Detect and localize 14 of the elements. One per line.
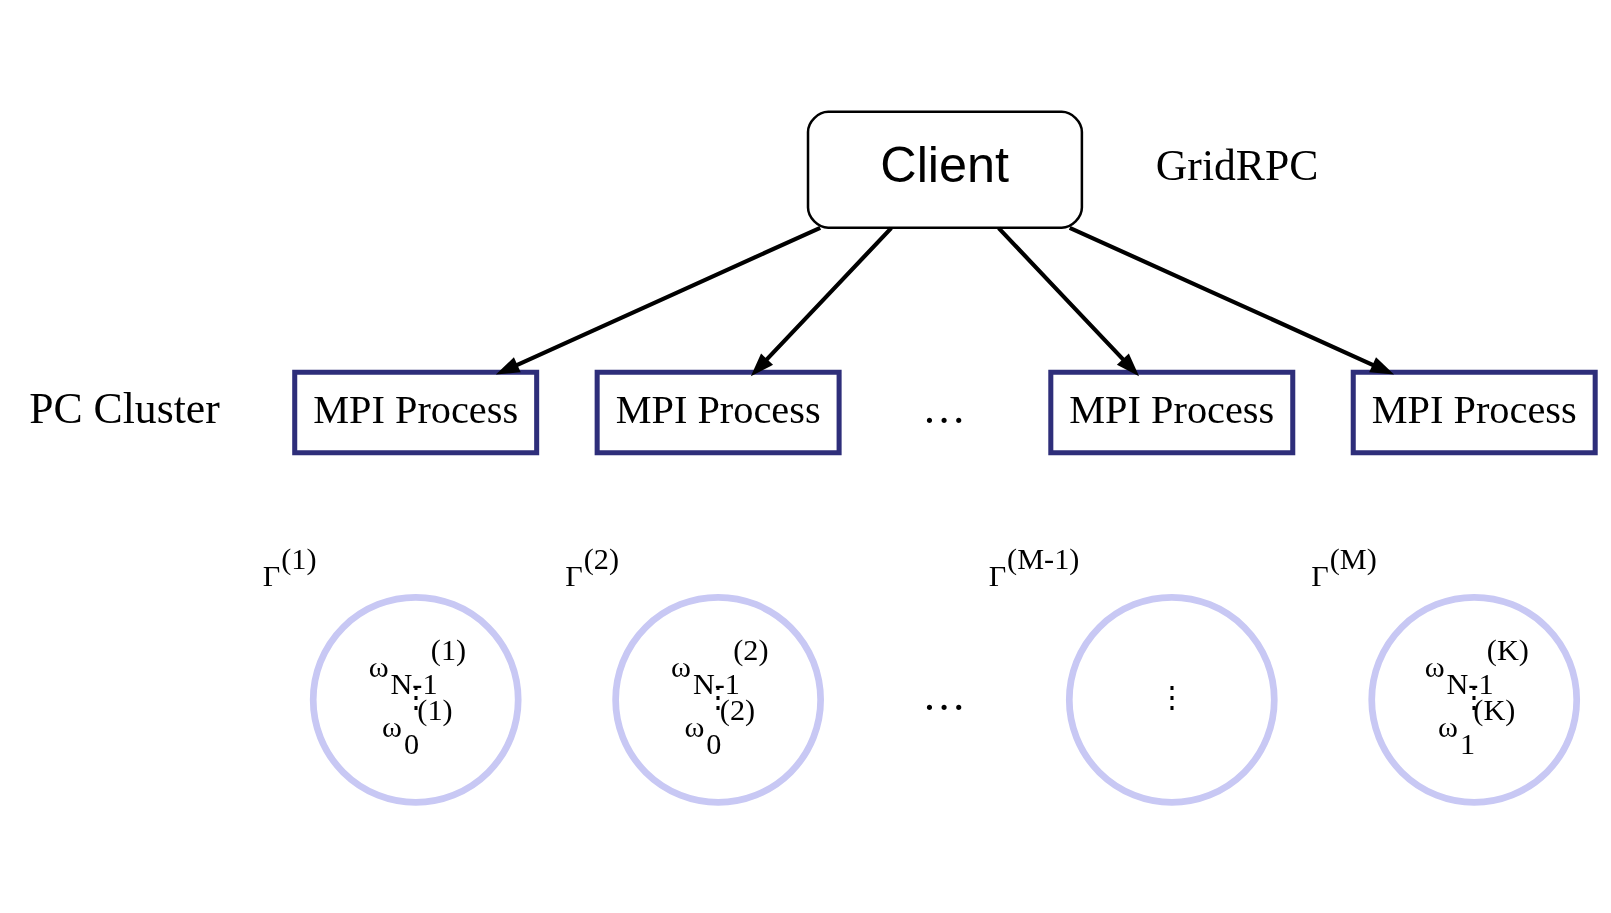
node-circle: ⋮ — [1065, 593, 1278, 806]
label: GridRPC — [1155, 140, 1319, 189]
node-box: MPI Process — [1048, 369, 1296, 455]
node-box: MPI Process — [1350, 369, 1598, 455]
arrow — [750, 226, 893, 376]
arrow — [1068, 225, 1395, 375]
arrow — [997, 226, 1140, 376]
arrow — [495, 225, 822, 375]
node-box: MPI Process — [594, 369, 842, 455]
node-box: Client — [806, 109, 1084, 229]
label: PC Cluster — [29, 383, 220, 432]
label: … — [922, 383, 966, 432]
label: … — [922, 670, 966, 719]
node-box: MPI Process — [292, 369, 540, 455]
